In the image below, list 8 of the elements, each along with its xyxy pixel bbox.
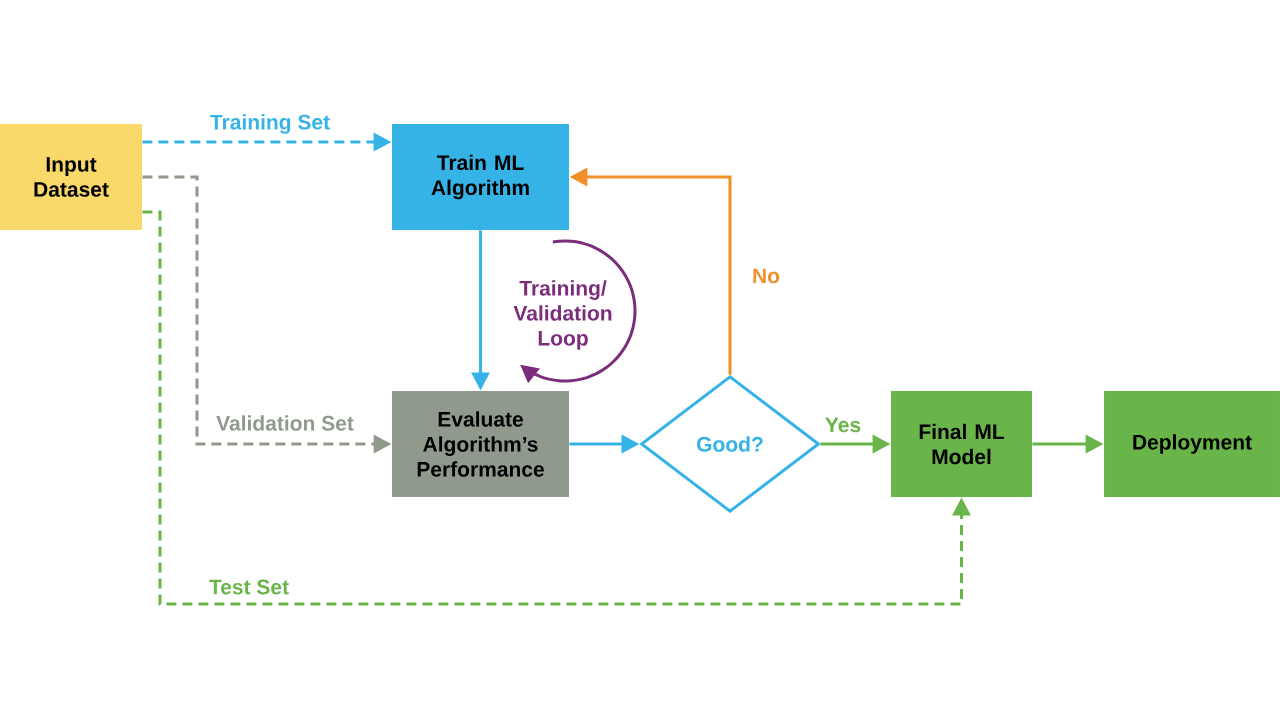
process-box: Deployment bbox=[1104, 391, 1280, 497]
loop-label: Training/ Validation Loop bbox=[513, 280, 612, 350]
edge-label: Validation Set bbox=[214, 413, 356, 433]
process-box: Final ML Model bbox=[891, 391, 1032, 497]
process-box: Train ML Algorithm bbox=[392, 124, 569, 230]
edge-label: Training Set bbox=[207, 112, 333, 136]
process-box: Evaluate Algorithm’s Performance bbox=[392, 391, 569, 497]
process-box: Input Dataset bbox=[0, 124, 142, 230]
